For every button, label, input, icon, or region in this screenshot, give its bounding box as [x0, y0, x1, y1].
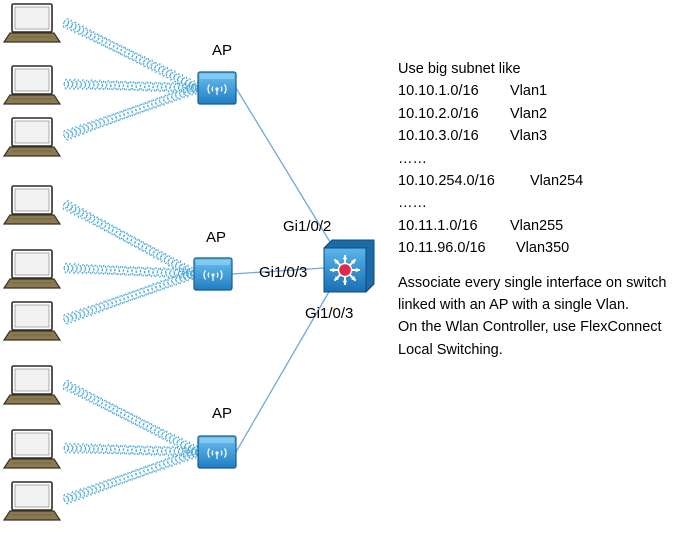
subnet-ellipsis: ……: [398, 192, 688, 214]
subnet-network: 10.10.254.0/16: [398, 172, 495, 189]
wifi-wave-5: [63, 270, 195, 325]
laptop-icon: [2, 3, 62, 43]
wifi-wave-1: [63, 78, 198, 93]
subnet-network: 10.10.1.0/16: [398, 83, 479, 100]
link-line-ap2: [231, 267, 325, 275]
subnet-notes: Use big subnet like 10.10.1.0/16 Vlan1 10…: [398, 58, 688, 361]
subnet-vlan: Vlan1: [510, 83, 548, 100]
subnet-network: 10.10.2.0/16: [398, 105, 479, 122]
subnet-vlan: Vlan254: [530, 172, 584, 189]
laptop-icon: [2, 65, 62, 105]
wifi-wave-4: [63, 262, 195, 279]
subnet-network: ……: [398, 195, 427, 212]
laptop-icon: [2, 481, 62, 521]
ap-label-2: AP: [206, 229, 226, 246]
subnet-row: 10.10.3.0/16 Vlan3: [398, 125, 688, 147]
subnet-network: 10.10.3.0/16: [398, 128, 479, 145]
multilayer-switch-icon: [323, 239, 375, 293]
access-point-icon: [193, 257, 233, 291]
subnet-row: 10.10.1.0/16 Vlan1: [398, 80, 688, 102]
laptop-icon: [2, 249, 62, 289]
ap-label-3: AP: [212, 405, 232, 422]
subnet-network: 10.11.96.0/16: [398, 240, 486, 257]
wifi-wave-4: [63, 262, 194, 280]
wifi-wave-0: [63, 17, 199, 91]
laptop-icon: [2, 185, 62, 225]
wifi-wave-7: [63, 442, 198, 458]
subnet-row: 10.11.96.0/16 Vlan350: [398, 237, 688, 259]
notes-paragraph-flexconnect: On the Wlan Controller, use FlexConnect …: [398, 319, 662, 358]
laptop-icon: [2, 117, 62, 157]
notes-heading: Use big subnet like: [398, 61, 521, 77]
link-line-ap1: [235, 87, 331, 243]
subnet-vlan: Vlan255: [510, 217, 564, 234]
laptop-icon: [2, 301, 62, 341]
ap-label-1: AP: [212, 42, 232, 59]
subnet-network: 10.11.1.0/16: [398, 217, 478, 234]
wifi-wave-6: [63, 379, 198, 456]
subnet-ellipsis: ……: [398, 148, 688, 170]
wifi-wave-5: [63, 271, 193, 324]
subnet-vlan: Vlan3: [510, 128, 548, 145]
wifi-wave-6: [62, 381, 200, 456]
wifi-wave-1: [63, 78, 198, 94]
link-label-gi1-0-3-a: Gi1/0/3: [259, 264, 307, 281]
wifi-wave-8: [63, 447, 200, 504]
subnet-vlan: Vlan350: [516, 240, 570, 257]
subnet-network: ……: [398, 150, 427, 167]
subnet-row: 10.11.1.0/16 Vlan255: [398, 215, 688, 237]
wifi-wave-2: [63, 83, 200, 140]
laptop-icon: [2, 429, 62, 469]
link-label-gi1-0-2: Gi1/0/2: [283, 218, 331, 235]
wifi-wave-7: [63, 442, 198, 457]
subnet-row: 10.10.2.0/16 Vlan2: [398, 103, 688, 125]
link-line-ap3: [235, 289, 331, 453]
wifi-wave-2: [63, 84, 197, 141]
wifi-wave-3: [63, 200, 197, 277]
notes-paragraph-vlan: Associate every single interface on swit…: [398, 274, 667, 313]
access-point-icon: [197, 435, 237, 469]
access-point-icon: [197, 71, 237, 105]
link-label-gi1-0-3-b: Gi1/0/3: [305, 305, 353, 322]
wifi-wave-0: [62, 19, 199, 92]
subnet-vlan: Vlan2: [510, 105, 548, 122]
subnet-row: 10.10.254.0/16 Vlan254: [398, 170, 688, 192]
laptop-icon: [2, 365, 62, 405]
wifi-wave-8: [63, 448, 197, 505]
wifi-wave-3: [62, 201, 193, 279]
